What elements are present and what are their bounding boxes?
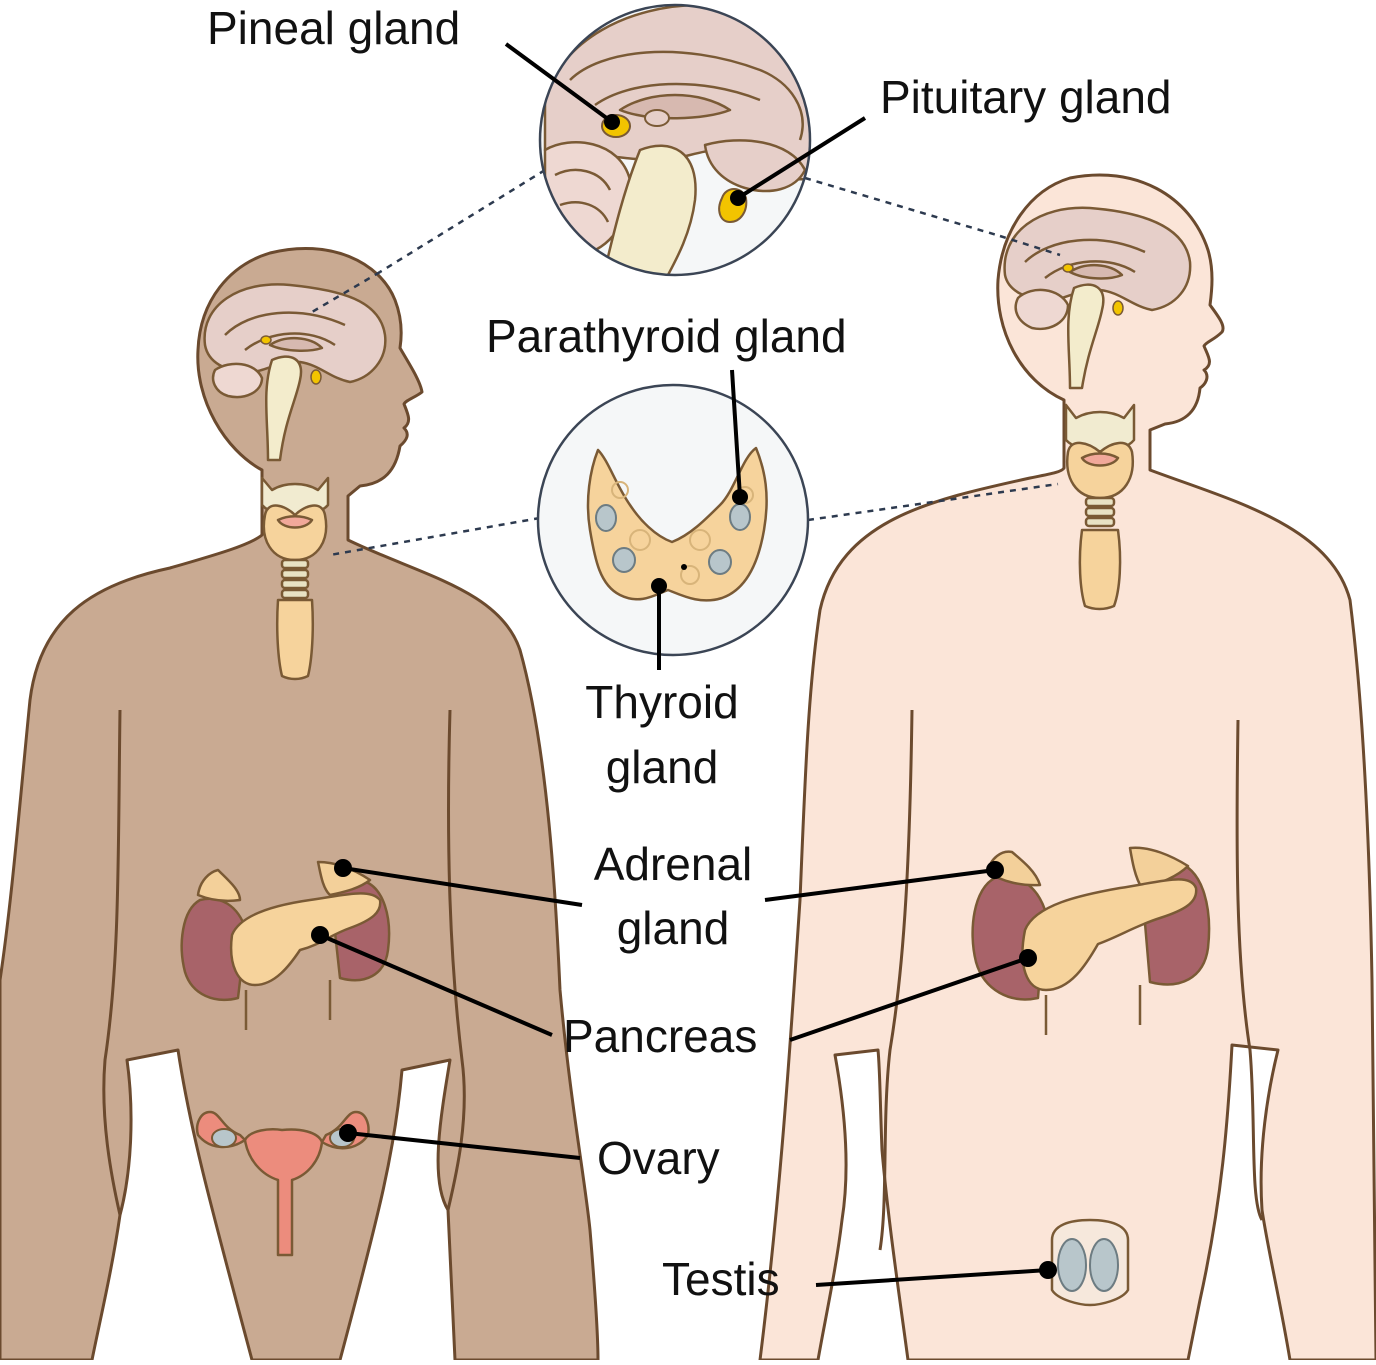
male-abdomen-organs — [971, 846, 1211, 1035]
female-right-arm-line — [446, 709, 466, 1211]
label-pituitary-gland: Pituitary gland — [880, 71, 1172, 123]
male-left-arm-line — [878, 709, 914, 1251]
male-adrenal-left — [986, 850, 1042, 887]
female-adrenal-left — [196, 868, 242, 903]
female-abdomen-organs — [180, 860, 391, 1030]
female-left-arm-line — [102, 709, 122, 1216]
labels: Pineal gland Pituitary gland Parathyroid… — [207, 2, 1172, 1305]
label-testis: Testis — [662, 1253, 780, 1305]
female-pituitary-dot — [310, 369, 322, 385]
female-body-silhouette — [0, 247, 600, 1362]
male-figure — [758, 173, 1376, 1362]
label-adrenal-line1: Adrenal — [594, 838, 753, 890]
female-figure — [0, 247, 600, 1362]
label-ovary: Ovary — [597, 1132, 720, 1184]
parathyroid-lower-left — [612, 547, 636, 573]
male-brain — [1003, 206, 1192, 390]
male-reproductive-organs — [1050, 1218, 1130, 1307]
thyroid-inset — [536, 383, 810, 657]
male-pineal-dot — [1062, 263, 1074, 273]
male-right-arm-line — [1235, 719, 1264, 1221]
testis-right — [1089, 1238, 1119, 1292]
female-brain — [203, 283, 387, 462]
female-ovary-left — [211, 1128, 237, 1148]
leader-lines — [311, 42, 1057, 1287]
label-pineal-gland: Pineal gland — [207, 2, 460, 54]
label-adrenal-line2: gland — [617, 902, 730, 954]
female-neck-organs — [260, 476, 330, 681]
brain-inset — [538, 3, 812, 277]
label-pancreas: Pancreas — [563, 1010, 757, 1062]
female-pineal-dot — [260, 335, 272, 345]
female-kidney-left — [180, 897, 248, 1002]
inset-connectors — [311, 168, 1061, 557]
male-body-silhouette — [758, 173, 1376, 1362]
parathyroid-lower-right — [708, 549, 732, 575]
label-thyroid-line2: gland — [606, 741, 719, 793]
parathyroid-upper-right — [729, 503, 751, 531]
uterus — [243, 1128, 324, 1257]
parathyroid-upper-left — [595, 504, 617, 532]
female-pancreas — [229, 892, 382, 987]
male-pituitary-dot — [1112, 300, 1124, 316]
label-thyroid-line1: Thyroid — [585, 676, 738, 728]
male-pancreas — [1021, 878, 1198, 992]
male-neck-organs — [1064, 403, 1136, 611]
testis-left — [1057, 1238, 1087, 1292]
label-parathyroid-gland: Parathyroid gland — [486, 310, 847, 362]
